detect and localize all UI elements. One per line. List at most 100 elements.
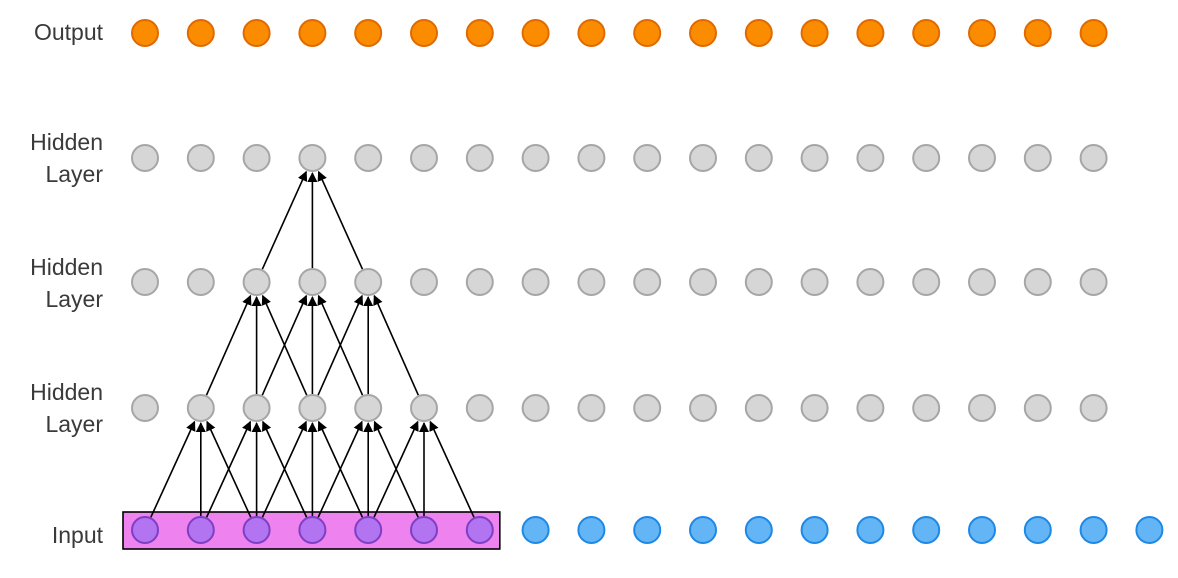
output-node [298, 19, 327, 47]
hidden-node [800, 394, 829, 422]
output-node [912, 19, 941, 47]
hidden-node [912, 144, 941, 172]
hidden-node [968, 394, 996, 422]
output-node [744, 19, 773, 47]
hidden-node [1079, 394, 1108, 422]
output-node [577, 19, 606, 47]
hidden-node [242, 394, 271, 422]
connection-arrows [150, 170, 475, 518]
hidden-node [912, 394, 941, 422]
hidden-node [131, 268, 159, 296]
hidden-layer-3-label-line2: Layer [45, 161, 103, 187]
hidden-layer-3-label-line1: Hidden [30, 129, 103, 155]
hidden-node [968, 144, 996, 172]
hidden-node [131, 144, 159, 172]
hidden-node [577, 144, 606, 172]
hidden-node [465, 268, 494, 296]
hidden-node [410, 394, 438, 422]
hidden-node [577, 394, 606, 422]
hidden-node [186, 394, 215, 422]
output-node [354, 19, 383, 47]
output-node [242, 19, 271, 47]
hidden-node [354, 144, 383, 172]
arrow-hidden2-to-hidden3 [261, 170, 308, 270]
hidden-node [131, 394, 159, 422]
input-node [1023, 516, 1052, 544]
hidden-node [689, 144, 717, 172]
hidden-node [633, 268, 662, 296]
input-node-highlighted [410, 516, 438, 544]
input-node [968, 516, 996, 544]
input-node-highlighted [465, 516, 494, 544]
output-node [410, 19, 438, 47]
hidden-node [800, 268, 829, 296]
hidden-node [856, 144, 885, 172]
hidden-node [689, 268, 717, 296]
hidden-node [1079, 268, 1108, 296]
hidden-layer-2-label-line1: Hidden [30, 254, 103, 280]
hidden-node [521, 268, 550, 296]
output-node [521, 19, 550, 47]
hidden-layer-2-label-line2: Layer [45, 286, 103, 312]
input-node [912, 516, 941, 544]
output-node [465, 19, 494, 47]
arrow-input-to-hidden1 [429, 420, 475, 518]
output-label: Output [34, 19, 104, 45]
arrow-hidden1-to-hidden2 [261, 294, 308, 396]
input-node-highlighted [298, 516, 327, 544]
hidden-node [1079, 144, 1108, 172]
hidden-node [242, 268, 271, 296]
hidden-node [968, 268, 996, 296]
arrow-hidden1-to-hidden2 [373, 294, 420, 396]
arrow-input-to-hidden1 [317, 420, 363, 518]
arrow-input-to-hidden1 [261, 420, 307, 518]
hidden-node [744, 394, 773, 422]
hidden-node [1023, 394, 1052, 422]
hidden-node [186, 268, 215, 296]
output-node [633, 19, 662, 47]
input-node [521, 516, 550, 544]
hidden-node [856, 268, 885, 296]
output-node [131, 19, 159, 47]
hidden-node [242, 144, 271, 172]
input-node [1079, 516, 1108, 544]
hidden-node [856, 394, 885, 422]
input-node-highlighted [242, 516, 271, 544]
hidden-node [298, 268, 327, 296]
hidden-node [521, 394, 550, 422]
hidden-node [298, 394, 327, 422]
arrow-hidden2-to-hidden3 [317, 170, 364, 270]
hidden-node [465, 394, 494, 422]
arrow-input-to-hidden1 [373, 420, 419, 518]
arrow-input-to-hidden1 [205, 420, 252, 518]
hidden-node [744, 144, 773, 172]
hidden-node [744, 268, 773, 296]
hidden-node [912, 268, 941, 296]
hidden-node [410, 144, 438, 172]
input-label: Input [52, 522, 104, 548]
hidden-node [1023, 268, 1052, 296]
hidden-node [354, 394, 383, 422]
input-node-highlighted [354, 516, 383, 544]
hidden-node [689, 394, 717, 422]
hidden-node [577, 268, 606, 296]
output-node [800, 19, 829, 47]
output-node [968, 19, 996, 47]
hidden-node [1023, 144, 1052, 172]
arrow-hidden1-to-hidden2 [317, 294, 364, 396]
input-node [856, 516, 885, 544]
output-node [186, 19, 215, 47]
output-node [856, 19, 885, 47]
input-node [689, 516, 717, 544]
hidden-node [633, 144, 662, 172]
hidden-node [354, 268, 383, 296]
input-node [577, 516, 606, 544]
hidden-node [410, 268, 438, 296]
hidden-node [633, 394, 662, 422]
hidden-node [186, 144, 215, 172]
network-nodes [131, 19, 1164, 544]
hidden-node [800, 144, 829, 172]
output-node [1023, 19, 1052, 47]
hidden-layer-1-label-line1: Hidden [30, 379, 103, 405]
